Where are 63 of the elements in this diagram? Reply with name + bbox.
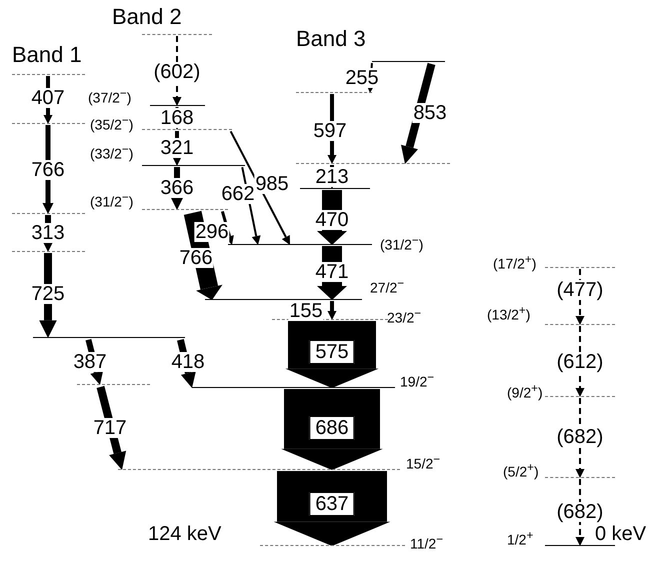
energy-label: 155 xyxy=(288,301,324,321)
energy-level-line xyxy=(12,74,85,75)
spin-label: 15/2$^{−}$ xyxy=(406,452,440,472)
energy-level-line xyxy=(296,92,372,93)
energy-label: 387 xyxy=(72,352,108,372)
energy-label: 575 xyxy=(309,340,355,364)
energy-value: 0 keV xyxy=(595,526,646,542)
spin-label: (33/2$^{−}$) xyxy=(90,142,134,162)
band-title: Band 1 xyxy=(12,42,82,68)
arrow xyxy=(285,321,379,388)
energy-label: 725 xyxy=(30,284,66,304)
energy-label: 637 xyxy=(309,492,355,516)
spin-label: (35/2$^{−}$) xyxy=(90,113,134,133)
energy-label: 853 xyxy=(412,103,448,123)
energy-label: 407 xyxy=(30,88,66,108)
spin-label: 27/2$^{−}$ xyxy=(370,276,404,296)
spin-label: 23/2$^{−}$ xyxy=(387,306,422,326)
energy-label: 662 xyxy=(220,184,256,204)
energy-level-line xyxy=(77,384,150,385)
energy-label: 366 xyxy=(159,178,195,198)
energy-level-line xyxy=(372,61,445,62)
spin-label: (37/2$^{−}$) xyxy=(88,86,132,106)
spin-label: (31/2$^{−}$) xyxy=(90,190,134,210)
energy-label: 985 xyxy=(254,174,290,194)
energy-level-line xyxy=(296,163,450,164)
band-title: Band 3 xyxy=(296,26,366,52)
spin-label: 1/2$^{+}$ xyxy=(507,528,534,548)
arrow xyxy=(317,190,347,245)
energy-label: 296 xyxy=(194,222,230,242)
energy-label: (682) xyxy=(556,427,604,447)
energy-label: (612) xyxy=(556,352,604,372)
energy-label: 313 xyxy=(30,223,66,243)
energy-label: 597 xyxy=(312,121,348,141)
arrow xyxy=(281,389,383,470)
spin-label: (9/2$^{+}$) xyxy=(507,381,543,401)
energy-label: 766 xyxy=(178,248,214,268)
energy-level-line xyxy=(142,34,212,35)
band-title: Band 2 xyxy=(112,4,182,30)
energy-level-line xyxy=(12,213,85,214)
energy-label: 766 xyxy=(30,160,66,180)
spin-label: (31/2$^{−}$) xyxy=(380,233,424,253)
energy-level-line xyxy=(12,123,85,124)
energy-label: 470 xyxy=(314,210,350,230)
arrow xyxy=(184,210,222,300)
energy-label: 717 xyxy=(92,418,128,438)
energy-value: 124 keV xyxy=(148,526,222,542)
energy-label: 686 xyxy=(309,416,355,440)
energy-level-line xyxy=(12,251,85,252)
energy-level-line xyxy=(300,188,370,189)
spin-label: 11/2$^{−}$ xyxy=(410,532,444,552)
spin-label: (17/2$^{+}$) xyxy=(493,252,536,272)
spin-label: (13/2$^{+}$) xyxy=(487,303,530,323)
arrow xyxy=(328,301,336,320)
energy-label: (682) xyxy=(556,502,604,522)
energy-label: (602) xyxy=(152,62,202,82)
energy-label: 471 xyxy=(314,262,350,282)
energy-label: 168 xyxy=(159,108,195,128)
energy-label: 418 xyxy=(170,352,206,372)
energy-level-line xyxy=(33,337,185,338)
arrow xyxy=(317,246,347,300)
spin-label: (5/2$^{+}$) xyxy=(503,460,539,480)
spin-label: 19/2$^{−}$ xyxy=(400,370,434,390)
energy-label: (477) xyxy=(556,280,604,300)
